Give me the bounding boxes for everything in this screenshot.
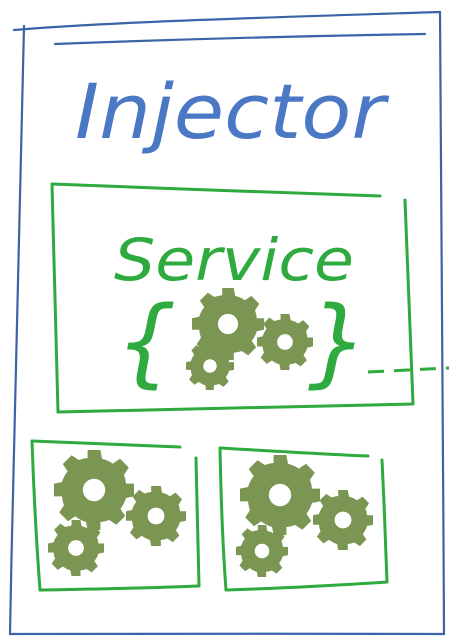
service-box — [50, 182, 415, 414]
service-title: Service — [114, 226, 354, 294]
service-close-brace: } — [307, 286, 368, 398]
left-component-box-left — [30, 439, 42, 592]
service-box-left — [50, 182, 60, 414]
injector-box-right — [438, 10, 446, 636]
left-component-box-right — [194, 456, 201, 588]
service-box-bottom — [56, 402, 415, 414]
injector-box-top-outer — [12, 10, 442, 32]
right-component-box-bottom — [224, 580, 389, 592]
right-component-box-right — [380, 458, 389, 584]
service-box-right — [403, 198, 415, 406]
gear-icon — [313, 490, 373, 550]
right-component-box-left — [218, 446, 228, 592]
injector-box-left — [8, 24, 26, 636]
right-component-box-top — [218, 446, 370, 458]
gear-icon — [54, 450, 134, 530]
service-connector-dashed — [367, 366, 449, 374]
service-open-brace: { — [115, 286, 176, 398]
service-gears — [186, 288, 313, 390]
left-component-box-bottom — [38, 584, 201, 592]
left-component-box — [30, 439, 201, 592]
injector-title: Injector — [75, 67, 390, 156]
injector-box-top-inner — [53, 32, 427, 46]
gear-icon — [257, 314, 313, 370]
right-component-box — [218, 446, 389, 592]
right-component-gears — [236, 455, 373, 577]
gear-icon — [126, 486, 186, 546]
gear-icon — [236, 525, 288, 577]
injector-box — [8, 10, 446, 636]
service-box-top — [50, 182, 382, 198]
gear-icon — [186, 342, 234, 390]
gear-icon — [48, 520, 104, 576]
left-component-box-top — [30, 439, 182, 449]
gear-icon — [240, 455, 320, 535]
left-component-gears — [48, 450, 186, 576]
